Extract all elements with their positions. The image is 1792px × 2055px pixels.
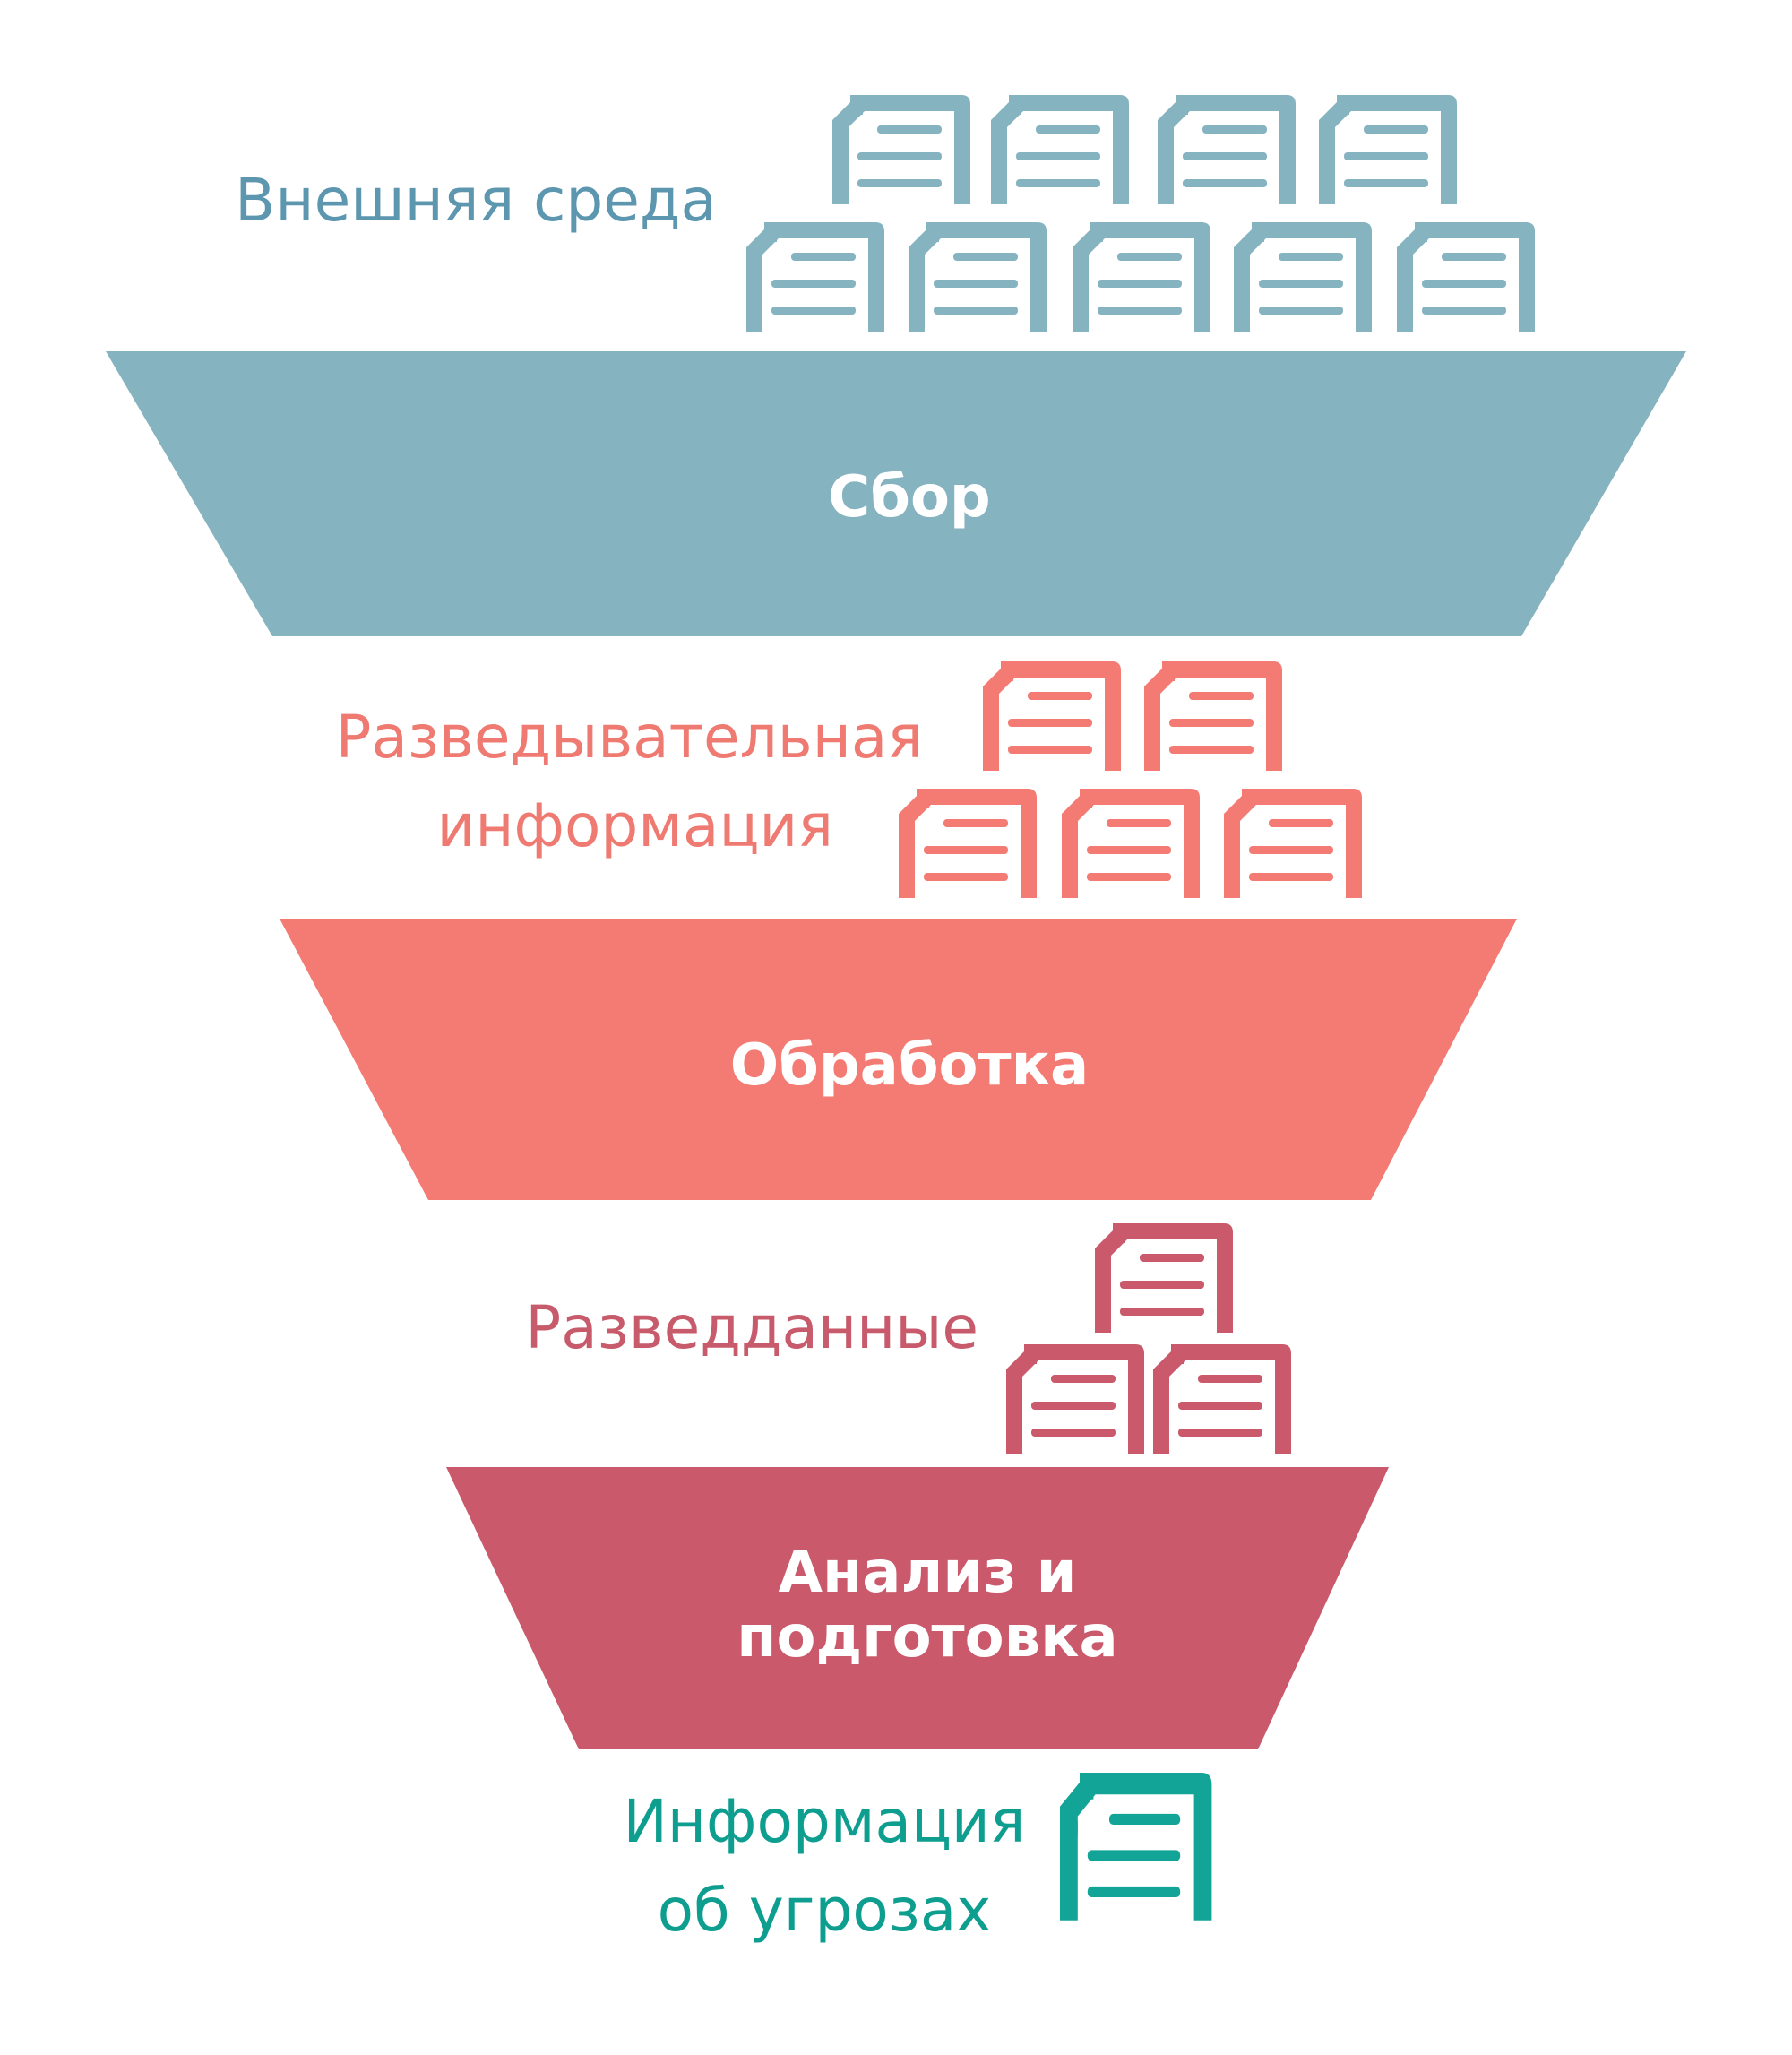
document-icon <box>899 789 1037 898</box>
external-documents <box>746 95 1535 332</box>
analysis-stage-label-line1: Анализ и <box>778 1540 1077 1606</box>
document-icon <box>746 222 884 332</box>
document-icon <box>1158 95 1296 204</box>
document-icon <box>983 661 1121 771</box>
document-icon <box>1144 661 1282 771</box>
document-icon <box>1234 222 1372 332</box>
intel-information-label-line2: информация <box>436 791 833 860</box>
document-icon <box>832 95 970 204</box>
intel-information-label-line1: Разведывательная <box>335 703 923 772</box>
threat-information-document <box>1060 1773 1212 1921</box>
document-icon <box>991 95 1129 204</box>
external-environment-label: Внешняя среда <box>235 166 717 235</box>
document-icon <box>1397 222 1535 332</box>
intel-information-documents <box>899 661 1362 898</box>
document-icon <box>909 222 1047 332</box>
threat-information-label-line2: об угрозах <box>657 1876 992 1945</box>
intel-data-label: Разведданные <box>525 1293 978 1362</box>
threat-information-label-line1: Информация <box>623 1787 1026 1856</box>
analysis-funnel-layer <box>446 1467 1389 1749</box>
document-icon <box>1060 1773 1212 1921</box>
document-icon <box>1095 1223 1233 1333</box>
document-icon <box>1319 95 1457 204</box>
collection-stage-label: Сбор <box>828 464 991 531</box>
document-icon <box>1062 789 1200 898</box>
document-icon <box>1224 789 1362 898</box>
processing-funnel-layer <box>280 919 1517 1200</box>
intel-data-documents <box>1006 1223 1291 1454</box>
processing-stage-label: Обработка <box>729 1032 1090 1099</box>
document-icon <box>1073 222 1210 332</box>
analysis-stage-label-line2: подготовка <box>737 1604 1118 1671</box>
collection-funnel-layer <box>106 351 1686 636</box>
document-icon <box>1006 1344 1144 1454</box>
document-icon <box>1153 1344 1291 1454</box>
